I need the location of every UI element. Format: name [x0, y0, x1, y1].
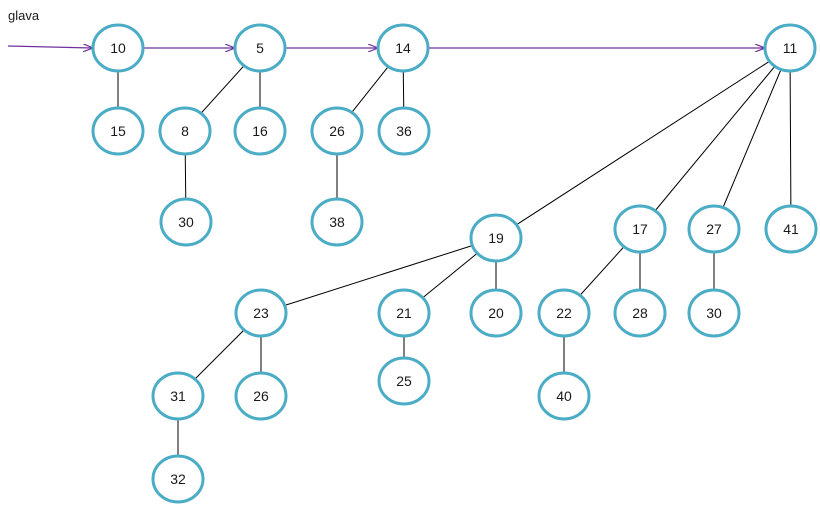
node-circle — [310, 106, 364, 156]
node-label: 17 — [632, 221, 648, 237]
tree-node: 25 — [377, 356, 431, 406]
node-circle — [469, 288, 523, 338]
tree-node: 10 — [91, 23, 145, 73]
tree-node: 8 — [158, 106, 212, 156]
edge-n11-n27 — [713, 47, 791, 230]
edge-n11-n41 — [789, 47, 792, 230]
tree-edges — [117, 47, 792, 479]
tree-node: 28 — [613, 288, 667, 338]
node-label: 31 — [170, 388, 186, 404]
tree-nodes: 10 5 14 11 15 8 16 26 36 30 38 19 17 27 41 23 21 20 22 28 30… — [91, 23, 818, 504]
node-label: 10 — [110, 40, 126, 56]
node-label: 41 — [783, 221, 799, 237]
tree-node: 15 — [91, 106, 145, 156]
tree-node: 30 — [159, 197, 213, 247]
node-label: 27 — [706, 221, 722, 237]
node-label: 8 — [181, 123, 189, 139]
node-circle — [159, 197, 213, 247]
node-label: 22 — [556, 305, 572, 321]
node-label: 20 — [488, 305, 504, 321]
node-circle — [233, 106, 287, 156]
node-circle — [310, 197, 364, 247]
tree-node: 22 — [537, 288, 591, 338]
node-circle — [377, 356, 431, 406]
node-label: 30 — [706, 305, 722, 321]
node-circle — [151, 371, 205, 421]
node-circle — [158, 106, 212, 156]
tree-node: 14 — [376, 23, 430, 73]
node-circle — [151, 454, 205, 504]
node-label: 19 — [488, 230, 504, 246]
node-circle — [234, 371, 288, 421]
node-circle — [687, 204, 741, 254]
node-label: 14 — [395, 40, 411, 56]
node-label: 15 — [110, 123, 126, 139]
tree-node: 5 — [233, 23, 287, 73]
tree-node: 32 — [151, 454, 205, 504]
tree-node: 40 — [537, 371, 591, 421]
tree-node: 36 — [377, 106, 431, 156]
tree-node: 19 — [469, 213, 523, 263]
node-label: 11 — [783, 40, 798, 56]
node-circle — [764, 204, 818, 254]
node-circle — [377, 288, 431, 338]
node-circle — [376, 23, 430, 73]
tree-node: 17 — [613, 204, 667, 254]
tree-node: 41 — [764, 204, 818, 254]
node-circle — [91, 106, 145, 156]
tree-node: 20 — [469, 288, 523, 338]
tree-node: 30 — [687, 288, 741, 338]
root-list-pointers — [7, 46, 764, 48]
tree-node: 31 — [151, 371, 205, 421]
node-circle — [537, 371, 591, 421]
tree-node: 11 — [763, 23, 817, 73]
node-circle — [91, 23, 145, 73]
tree-node: 26 — [310, 106, 364, 156]
node-circle — [687, 288, 741, 338]
tree-node: 38 — [310, 197, 364, 247]
tree-node: 21 — [377, 288, 431, 338]
node-circle — [613, 204, 667, 254]
node-label: 25 — [396, 373, 412, 389]
tree-node: 16 — [233, 106, 287, 156]
node-label: 26 — [253, 388, 269, 404]
node-label: 23 — [253, 305, 269, 321]
head-pointer-arrow — [7, 46, 92, 48]
node-label: 5 — [256, 40, 264, 56]
node-label: 36 — [396, 123, 412, 139]
node-label: 40 — [556, 388, 572, 404]
node-label: 16 — [252, 123, 268, 139]
node-circle — [537, 288, 591, 338]
node-label: 26 — [329, 123, 345, 139]
tree-node: 26 — [234, 371, 288, 421]
node-circle — [234, 288, 288, 338]
edge-n19-n23 — [260, 237, 497, 314]
edge-n11-n17 — [639, 47, 791, 230]
head-label: glava — [8, 8, 40, 23]
node-circle — [377, 106, 431, 156]
node-label: 32 — [170, 471, 186, 487]
tree-node: 23 — [234, 288, 288, 338]
tree-node: 27 — [687, 204, 741, 254]
edge-n11-n19 — [495, 47, 791, 239]
node-label: 21 — [396, 305, 412, 321]
node-circle — [469, 213, 523, 263]
node-label: 30 — [178, 214, 194, 230]
node-label: 38 — [329, 214, 345, 230]
node-circle — [613, 288, 667, 338]
node-circle — [763, 23, 817, 73]
node-circle — [233, 23, 287, 73]
node-label: 28 — [632, 305, 648, 321]
